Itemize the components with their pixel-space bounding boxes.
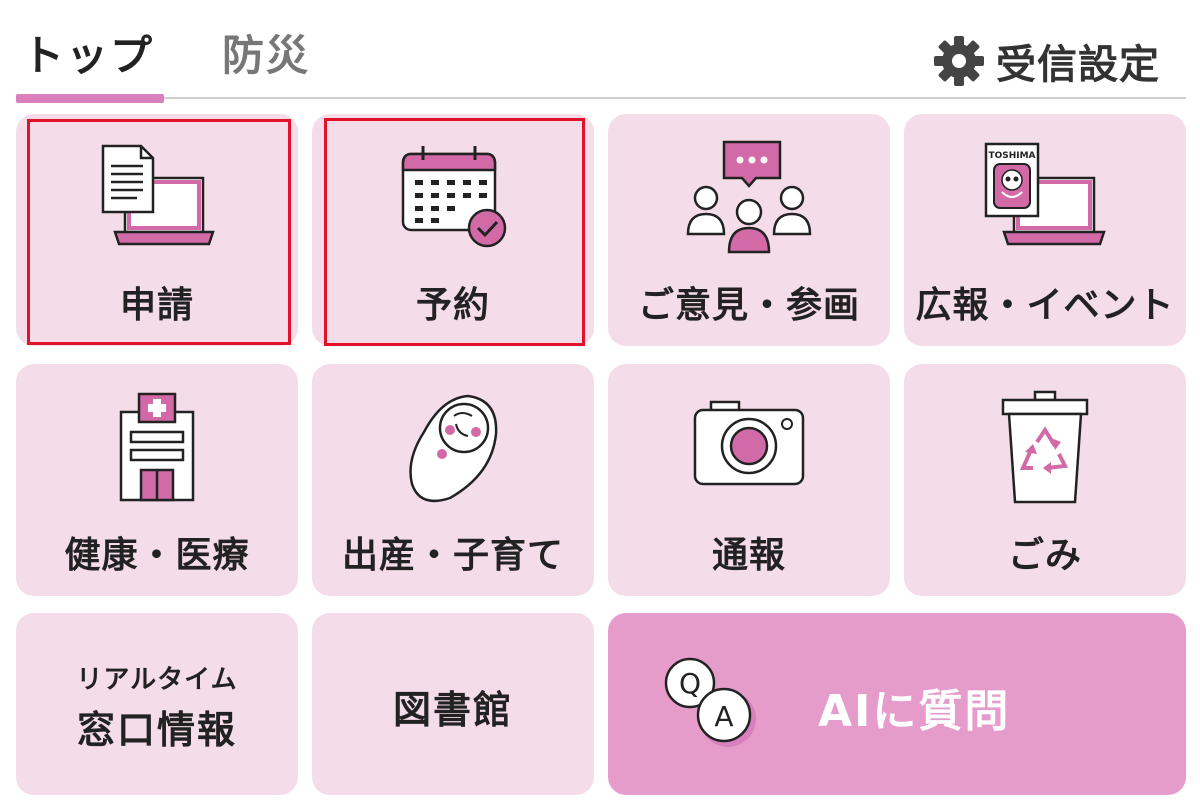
tile-report[interactable]: 通報 [608,364,890,596]
tab-disaster-prevention[interactable]: 防災 [222,31,311,80]
recycle-bin-icon [995,390,1095,509]
document-laptop-icon [97,140,217,254]
tile-label: 出産・子育て [341,535,564,576]
newsletter-title: TOSHIMA [988,151,1035,161]
tile-label: 予約 [415,285,490,326]
tile-opinion-participation[interactable]: ご意見・参画 [608,114,890,346]
tab-bar: トップ 防災 受信設定 [0,0,1200,103]
tile-label: ご意見・参画 [637,285,860,326]
tile-label: 広報・イベント [915,285,1175,326]
gear-icon [932,34,986,88]
tile-reservation[interactable]: 予約 [312,114,594,346]
camera-icon [689,390,809,494]
tile-label: 健康・医療 [64,535,250,576]
tile-pr-events[interactable]: TOSHIMA 広報・イベント [904,114,1186,346]
tile-health-medical[interactable]: 健康・医療 [16,364,298,596]
tile-application[interactable]: 申請 [16,114,298,346]
ask-ai-button[interactable]: Q A AIに質問 [608,613,1186,795]
ask-ai-label: AIに質問 [818,686,1011,737]
baby-icon [398,390,508,509]
tile-label: 窓口情報 [76,708,237,752]
calendar-check-icon [393,140,513,254]
tile-label: 通報 [711,535,786,576]
tile-label: 図書館 [392,688,513,732]
q-letter: Q [679,667,701,700]
notification-settings-button[interactable]: 受信設定 [932,32,1160,90]
active-tab-indicator [16,94,164,103]
hospital-icon [107,390,207,509]
tile-realtime-counter-info[interactable]: リアルタイム 窓口情報 [16,613,298,795]
tile-sublabel: リアルタイム [76,665,238,695]
settings-label: 受信設定 [996,42,1160,88]
a-letter: A [714,700,733,733]
tile-garbage[interactable]: ごみ [904,364,1186,596]
people-chat-icon [684,140,814,264]
tile-label: ごみ [1007,535,1082,576]
tile-library[interactable]: 図書館 [312,613,594,795]
newsletter-laptop-icon: TOSHIMA [980,140,1110,254]
tile-label: 申請 [119,285,194,326]
tab-divider [16,97,1186,99]
tab-top[interactable]: トップ [22,31,155,80]
qa-bubbles-icon: Q A [662,649,772,763]
tile-childbirth-childcare[interactable]: 出産・子育て [312,364,594,596]
